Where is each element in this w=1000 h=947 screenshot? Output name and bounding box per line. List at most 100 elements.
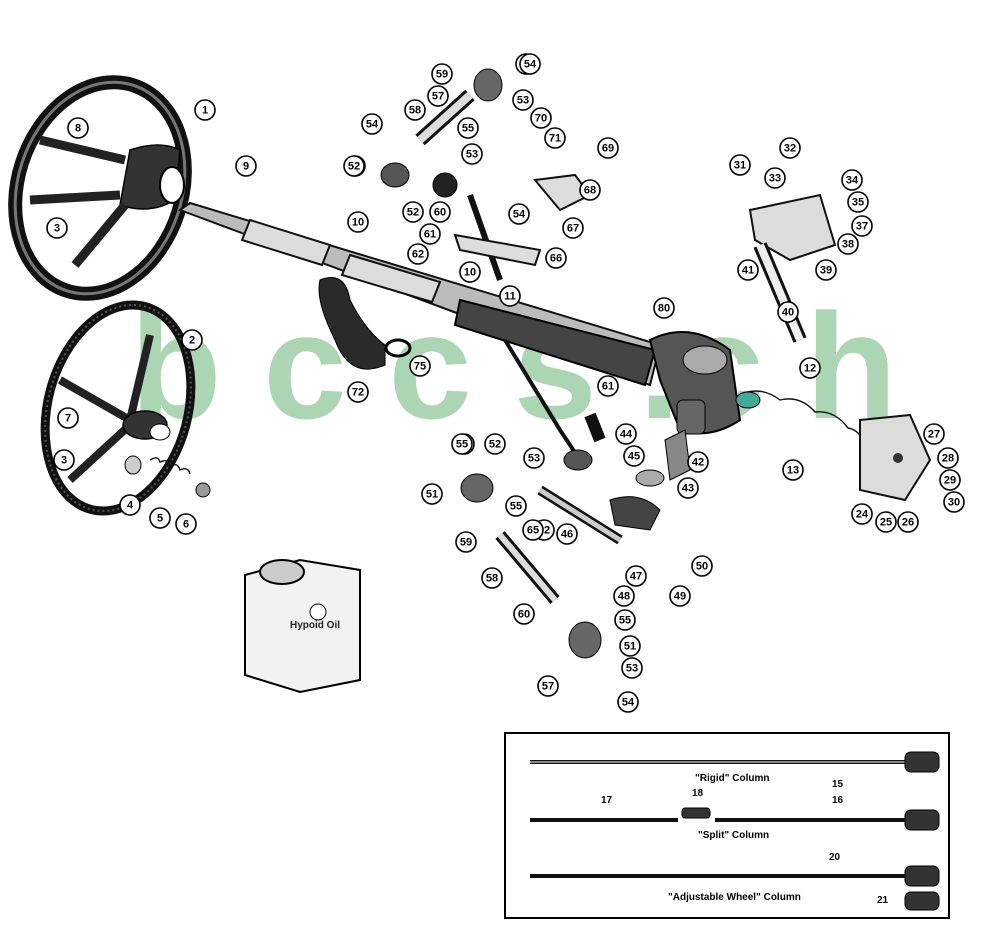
- callout-26: 26: [897, 511, 919, 533]
- callout-67: 67: [562, 217, 584, 239]
- callout-53: 53: [461, 143, 483, 165]
- callout-34: 34: [841, 169, 863, 191]
- boot-illustration: [318, 277, 412, 370]
- svg-text:55: 55: [456, 439, 468, 451]
- svg-text:68: 68: [584, 185, 596, 197]
- callout-11: 11: [499, 285, 521, 307]
- svg-text:60: 60: [518, 609, 530, 621]
- svg-text:52: 52: [348, 161, 360, 173]
- svg-text:26: 26: [902, 517, 914, 529]
- callout-53: 53: [512, 89, 534, 111]
- callout-69: 69: [597, 137, 619, 159]
- svg-text:4: 4: [127, 500, 134, 512]
- svg-text:38: 38: [842, 239, 854, 251]
- callout-66: 66: [545, 247, 567, 269]
- callout-54: 54: [519, 53, 541, 75]
- callout-40: 40: [777, 301, 799, 323]
- callout-44: 44: [615, 423, 637, 445]
- svg-text:54: 54: [513, 209, 526, 221]
- svg-text:11: 11: [504, 291, 516, 303]
- svg-text:69: 69: [602, 143, 614, 155]
- ref-20: 20: [829, 852, 841, 863]
- svg-text:48: 48: [618, 591, 630, 603]
- callout-55: 55: [457, 117, 479, 139]
- callout-35: 35: [847, 191, 869, 213]
- svg-text:55: 55: [510, 501, 522, 513]
- callout-59: 59: [431, 63, 453, 85]
- svg-text:59: 59: [436, 69, 448, 81]
- callout-59: 59: [455, 531, 477, 553]
- lower-linkage-illustration: [460, 338, 691, 659]
- callout-71: 71: [544, 127, 566, 149]
- callout-13: 13: [782, 459, 804, 481]
- callout-60: 60: [513, 603, 535, 625]
- callout-70: 70: [530, 107, 552, 129]
- callout-47: 47: [625, 565, 647, 587]
- split-caption: "Split" Column: [698, 830, 769, 841]
- callout-57: 57: [427, 85, 449, 107]
- callout-3: 3: [46, 217, 68, 239]
- pinion-bracket-illustration: [748, 193, 837, 343]
- svg-text:60: 60: [434, 207, 446, 219]
- svg-text:31: 31: [734, 160, 746, 172]
- svg-text:34: 34: [846, 175, 859, 187]
- callout-61: 61: [597, 375, 619, 397]
- svg-text:72: 72: [352, 387, 364, 399]
- svg-text:44: 44: [620, 429, 633, 441]
- callout-37: 37: [851, 215, 873, 237]
- callout-48: 48: [613, 585, 635, 607]
- svg-text:49: 49: [674, 591, 686, 603]
- svg-text:50: 50: [696, 561, 708, 573]
- svg-text:8: 8: [75, 123, 81, 135]
- steering-column-tube: [177, 201, 742, 435]
- svg-text:24: 24: [856, 509, 869, 521]
- callout-62: 62: [407, 243, 429, 265]
- callout-58: 58: [481, 567, 503, 589]
- callout-5: 5: [149, 507, 171, 529]
- svg-text:40: 40: [782, 307, 794, 319]
- svg-text:2: 2: [189, 335, 195, 347]
- callout-50: 50: [691, 555, 713, 577]
- svg-text:53: 53: [626, 663, 638, 675]
- callout-53: 53: [621, 657, 643, 679]
- oil-can-label: Hypoid Oil: [290, 620, 340, 631]
- svg-text:10: 10: [464, 267, 476, 279]
- svg-text:42: 42: [692, 457, 704, 469]
- callout-54: 54: [617, 691, 639, 713]
- svg-text:3: 3: [54, 223, 60, 235]
- adjustable-caption: "Adjustable Wheel" Column: [668, 892, 801, 903]
- svg-text:75: 75: [414, 361, 426, 373]
- svg-text:35: 35: [852, 197, 864, 209]
- svg-text:45: 45: [628, 451, 640, 463]
- svg-text:55: 55: [619, 615, 631, 627]
- callout-4: 4: [119, 494, 141, 516]
- svg-text:55: 55: [462, 123, 474, 135]
- svg-text:52: 52: [489, 439, 501, 451]
- callout-7: 7: [57, 407, 79, 429]
- steering-wheel-illustration: [8, 75, 192, 301]
- callout-58: 58: [404, 99, 426, 121]
- svg-text:58: 58: [409, 105, 421, 117]
- callout-57: 57: [537, 675, 559, 697]
- callout-52: 52: [484, 433, 506, 455]
- svg-text:30: 30: [948, 497, 960, 509]
- callout-60: 60: [429, 201, 451, 223]
- svg-text:33: 33: [769, 173, 781, 185]
- callout-55: 55: [614, 609, 636, 631]
- column-variants-inset: "Rigid" Column 15 "Split" Column 17 18 1…: [504, 732, 950, 919]
- ref-16: 16: [832, 795, 844, 806]
- callout-6: 6: [175, 513, 197, 535]
- callout-27: 27: [923, 423, 945, 445]
- callout-54: 54: [361, 113, 383, 135]
- svg-text:54: 54: [622, 697, 635, 709]
- callout-31: 31: [729, 154, 751, 176]
- upper-linkage-illustration: [380, 68, 592, 281]
- svg-text:7: 7: [65, 413, 71, 425]
- callout-75: 75: [409, 355, 431, 377]
- oil-can-illustration: Hypoid Oil: [244, 558, 361, 694]
- svg-text:51: 51: [624, 641, 636, 653]
- callout-39: 39: [815, 259, 837, 281]
- svg-text:54: 54: [366, 119, 379, 131]
- callout-8: 8: [67, 117, 89, 139]
